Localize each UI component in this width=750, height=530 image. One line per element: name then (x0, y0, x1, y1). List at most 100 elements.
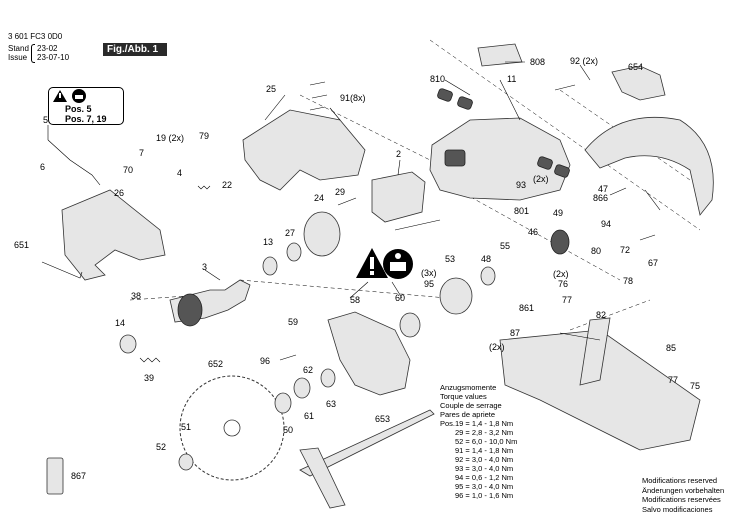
label-91: 91(8x) (340, 93, 366, 103)
label-27: 27 (285, 228, 295, 238)
screws (279, 81, 656, 361)
label-651: 651 (14, 240, 29, 250)
label-77b: 77 (668, 375, 678, 385)
stand-label: Stand (8, 44, 29, 53)
label-29: 29 (335, 187, 345, 197)
label-76-qty: (2x) (553, 269, 569, 279)
leader-lines (47, 61, 661, 341)
label-94: 94 (601, 219, 611, 229)
issue-label: Issue (8, 53, 28, 62)
cover-808 (477, 43, 523, 67)
label-653: 653 (375, 414, 390, 424)
label-25: 25 (266, 84, 276, 94)
motor-housing-11 (429, 117, 571, 201)
armature-3 (169, 279, 251, 327)
torque-row: 94 = 0,6 - 1,2 Nm (455, 473, 514, 482)
torque-title-de: Anzugsmomente (440, 383, 497, 392)
label-810: 810 (430, 74, 445, 84)
torque-title-en: Torque values (440, 392, 487, 401)
label-24: 24 (314, 193, 324, 203)
label-62: 62 (303, 365, 313, 375)
spring-22 (197, 185, 211, 190)
read-manual-icon (383, 249, 413, 279)
label-77: 77 (562, 295, 572, 305)
label-87: 87 (510, 328, 520, 338)
bracket-icon (31, 44, 35, 63)
label-70: 70 (123, 165, 133, 175)
label-866: 866 (593, 193, 608, 203)
part-labels: 808 810 11 92 (2x) 654 25 91(8x) 5 19 (2… (14, 56, 700, 481)
label-49: 49 (553, 208, 563, 218)
label-7: 7 (139, 148, 144, 158)
label-6: 6 (40, 162, 45, 172)
rip-fence-653 (299, 409, 435, 509)
torque-row: 52 = 6,0 - 10,0 Nm (455, 437, 518, 446)
label-50: 50 (283, 425, 293, 435)
handle-26 (61, 189, 166, 281)
label-79: 79 (199, 131, 209, 141)
label-861: 861 (519, 303, 534, 313)
label-61: 61 (304, 411, 314, 421)
label-38: 38 (131, 291, 141, 301)
label-75: 75 (690, 381, 700, 391)
label-22: 22 (222, 180, 232, 190)
torque-title-fr: Couple de serrage (440, 401, 502, 410)
label-5: 5 (43, 115, 48, 125)
stand-date: 23-02 (37, 44, 58, 53)
label-19: 19 (2x) (156, 133, 184, 143)
mod-line: Salvo modificaciones (642, 504, 713, 514)
label-47: 47 (598, 184, 608, 194)
torque-row: 93 = 3,0 - 4,0 Nm (455, 464, 514, 473)
label-82: 82 (596, 310, 606, 320)
label-654: 654 (628, 62, 643, 72)
lower-guard-58 (327, 311, 411, 396)
gear-49 (550, 229, 570, 255)
warning-line-2: Pos. 7, 19 (65, 114, 107, 124)
label-55: 55 (500, 241, 510, 251)
mod-line: Änderungen vorbehalten (642, 485, 725, 495)
base-plate-861 (499, 317, 701, 451)
label-59: 59 (288, 317, 298, 327)
warning-triangle-icon (356, 248, 388, 278)
label-52: 52 (156, 442, 166, 452)
label-13: 13 (263, 237, 273, 247)
label-46: 46 (528, 227, 538, 237)
label-93: 93 (516, 180, 526, 190)
mod-line: Modifications reserved (642, 476, 718, 485)
cable-5 (47, 139, 101, 186)
torque-table: Anzugsmomente Torque values Couple de se… (440, 383, 517, 500)
grease-tube-867 (46, 457, 64, 495)
saw-blade-652 (179, 375, 285, 481)
torque-title-es: Pares de apriete (440, 410, 496, 419)
label-14: 14 (115, 318, 125, 328)
label-72: 72 (620, 245, 630, 255)
mod-line: Modifications reservées (642, 495, 721, 505)
torque-row: 95 = 3,0 - 4,0 Nm (455, 482, 514, 491)
hex-key-651 (41, 261, 83, 279)
label-80: 80 (591, 246, 601, 256)
handle-housing-25 (242, 109, 366, 191)
warning-line-1: Pos. 5 (65, 104, 92, 114)
label-51: 51 (181, 422, 191, 432)
label-67: 67 (648, 258, 658, 268)
blade-guard-654 (584, 65, 714, 216)
label-808: 808 (530, 57, 545, 67)
fan-guide-24 (303, 211, 341, 257)
label-76: 76 (558, 279, 568, 289)
torque-row: 92 = 3,0 - 4,0 Nm (455, 455, 514, 464)
label-867: 867 (71, 471, 86, 481)
warning-box: Pos. 5 Pos. 7, 19 (48, 87, 124, 125)
label-801: 801 (514, 206, 529, 216)
stator-2 (371, 171, 426, 223)
issue-date: 23-07-10 (37, 53, 70, 62)
label-48: 48 (481, 254, 491, 264)
torque-row: 96 = 1,0 - 1,6 Nm (455, 491, 514, 500)
label-96: 96 (260, 356, 270, 366)
label-4: 4 (177, 168, 182, 178)
label-26: 26 (114, 188, 124, 198)
torque-row: 29 = 2,8 - 3,2 Nm (455, 428, 514, 437)
label-11: 11 (507, 74, 516, 84)
modifications-notice: Modifications reserved Änderungen vorbeh… (642, 476, 724, 514)
label-3: 3 (202, 262, 207, 272)
